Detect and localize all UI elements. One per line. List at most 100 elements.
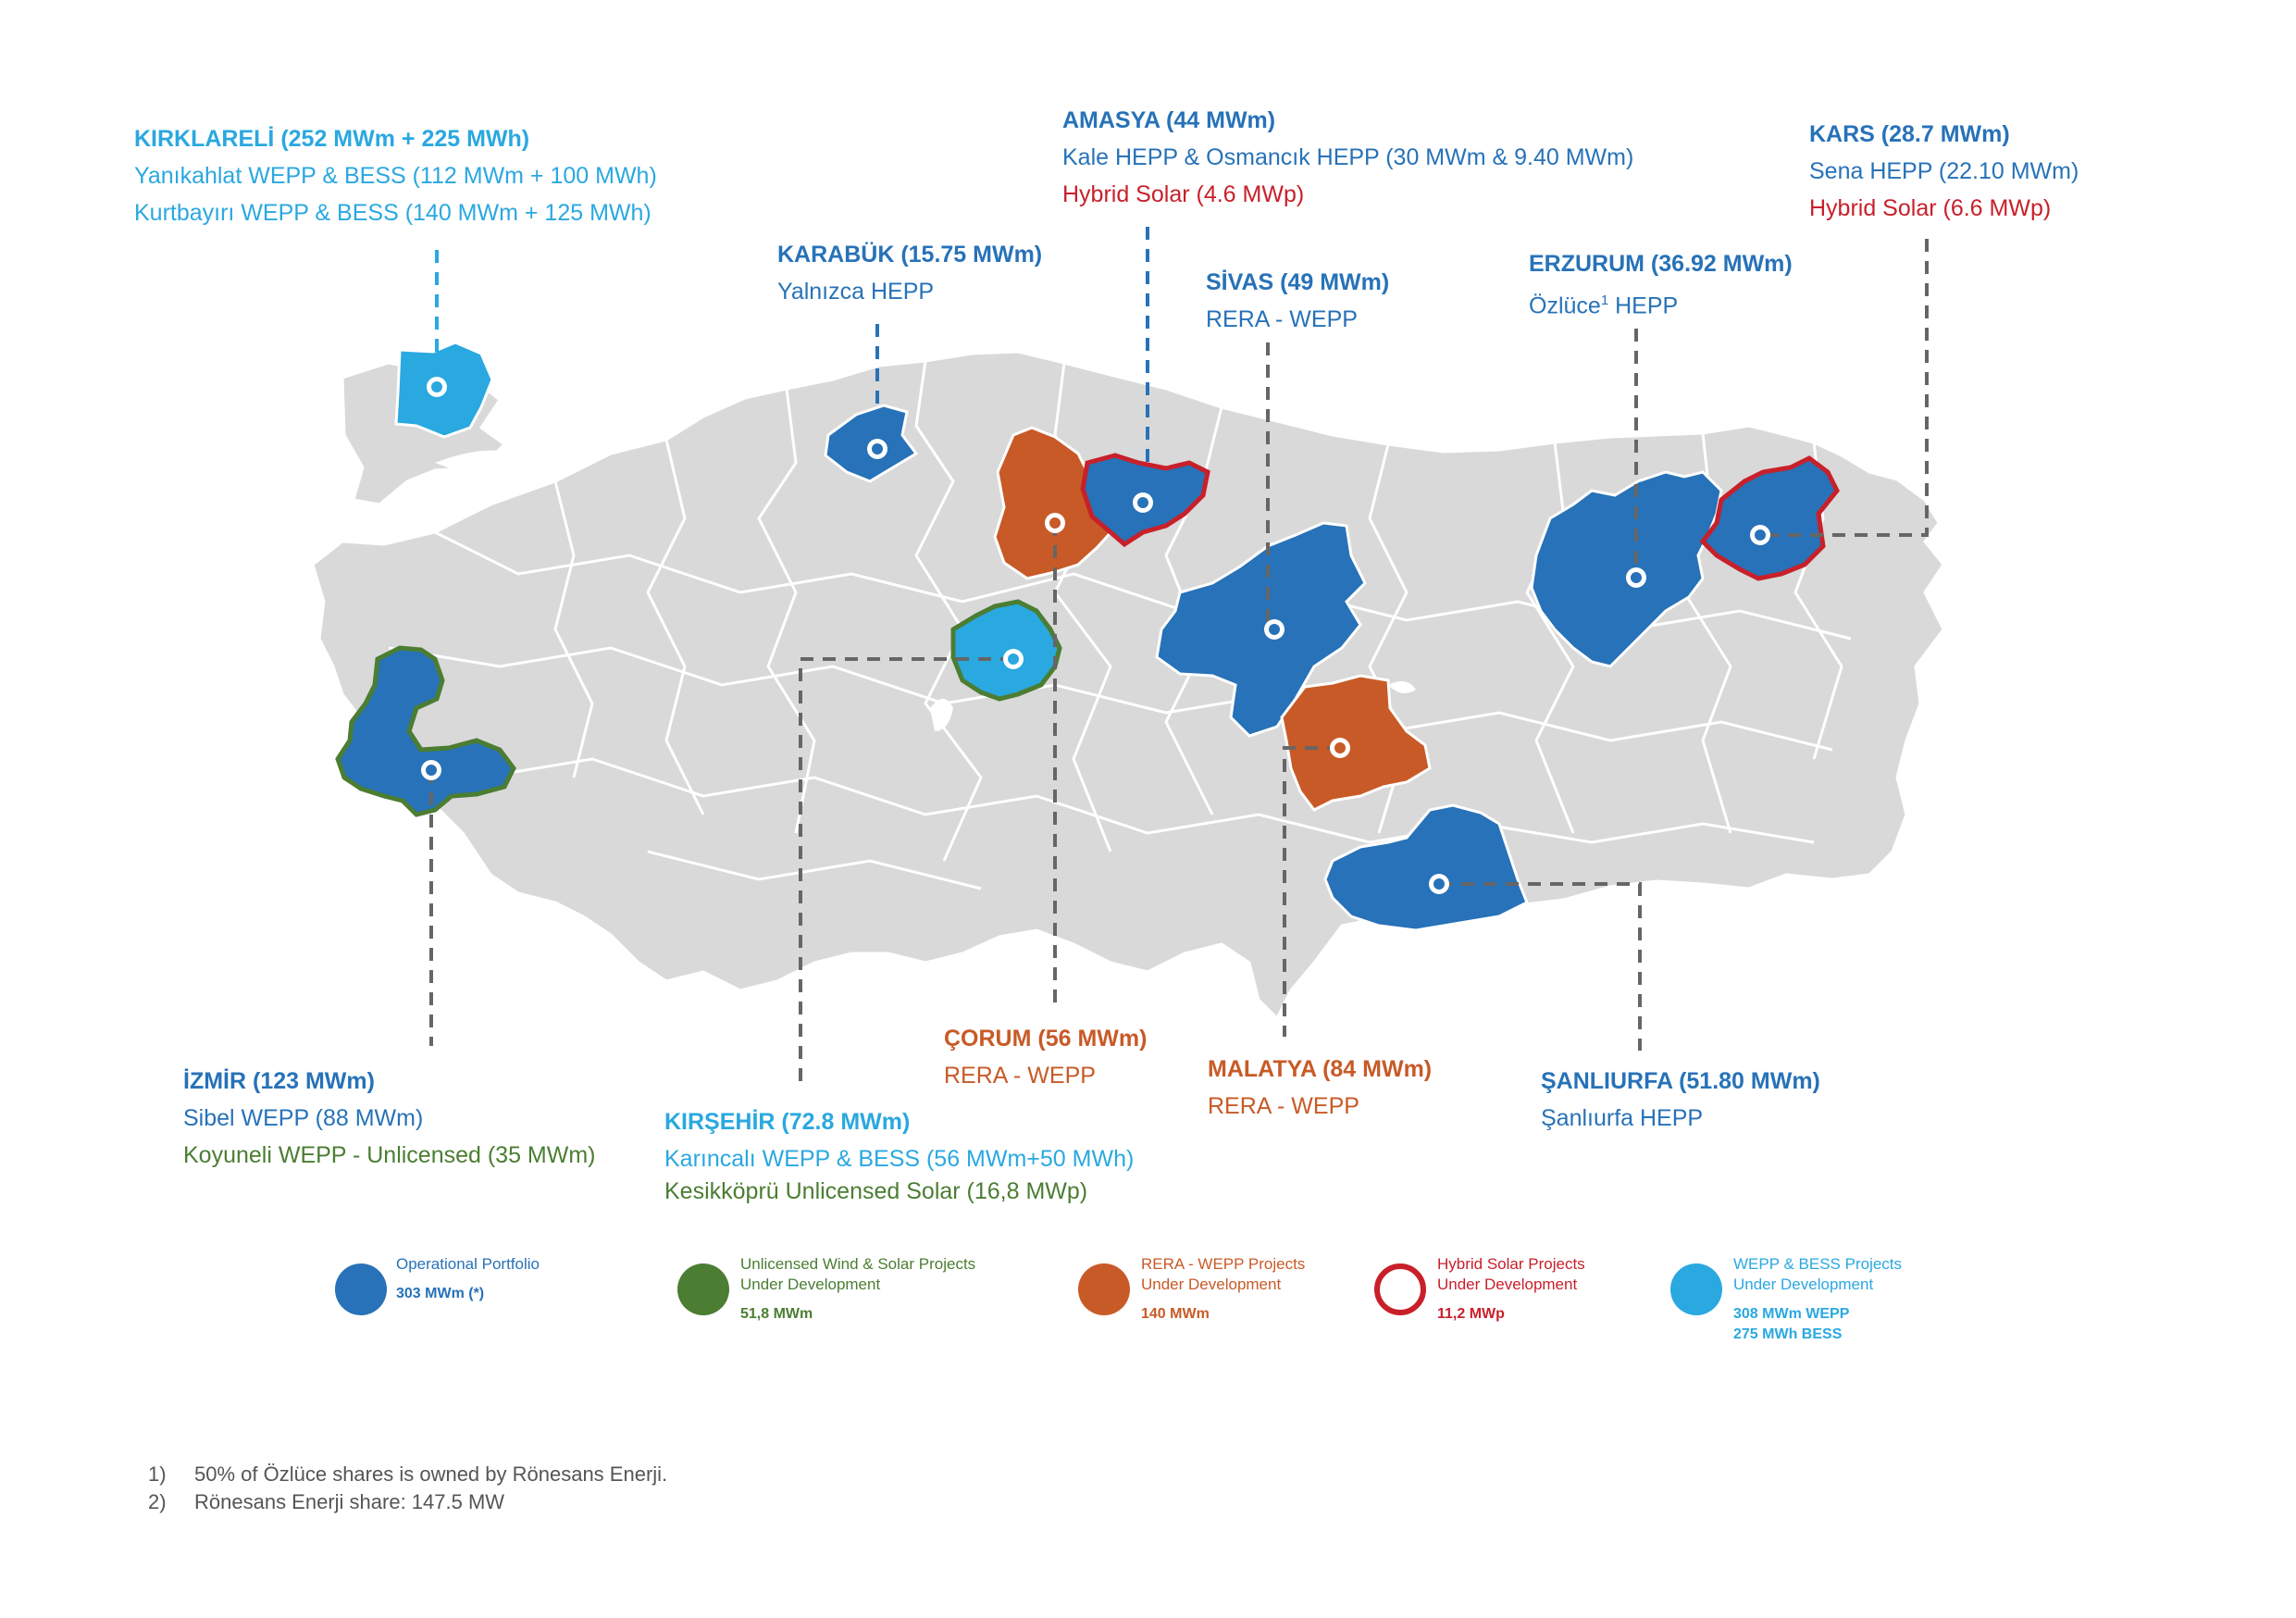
label-title: KIRŞEHİR (72.8 MWm) (664, 1109, 911, 1135)
footnote-number: 1) (148, 1462, 167, 1486)
label-line: RERA - WEPP (1206, 306, 1358, 332)
label-malatya: MALATYA (84 MWm) RERA - WEPP (1208, 1051, 1432, 1125)
footnote-ref: 1 (1600, 292, 1609, 308)
legend-value: 51,8 MWm (740, 1306, 813, 1322)
label-line: RERA - WEPP (944, 1063, 1096, 1089)
leader-kars (1763, 239, 1929, 537)
leader-kirsehir (799, 657, 1013, 1088)
turkey-land (311, 350, 1945, 1021)
label-title: KARS (28.7 MWm) (1809, 121, 2010, 147)
legend-label: Unlicensed Wind & Solar Projects (740, 1255, 976, 1273)
label-line: Şanlıurfa HEPP (1541, 1105, 1704, 1131)
legend-text: Operational Portfolio 303 MWm (*) (396, 1254, 540, 1304)
footnote-text: Rönesans Enerji share: 147.5 MW (194, 1490, 505, 1513)
label-line: Özlüce1 HEPP (1529, 282, 1793, 324)
legend-value: 11,2 MWp (1437, 1306, 1505, 1322)
leader-lines (429, 227, 1929, 1088)
label-kirsehir: KIRŞEHİR (72.8 MWm) Karıncalı WEPP & BES… (664, 1103, 1134, 1205)
legend-unlicensed: Unlicensed Wind & Solar Projects Under D… (677, 1254, 1011, 1347)
footnote-2: 2) Rönesans Enerji share: 147.5 MW (148, 1488, 667, 1516)
label-corum: ÇORUM (56 MWm) RERA - WEPP (944, 1020, 1147, 1094)
label-title: SİVAS (49 MWm) (1206, 269, 1390, 295)
label-title: ERZURUM (36.92 MWm) (1529, 251, 1793, 277)
legend-text: Unlicensed Wind & Solar Projects Under D… (740, 1254, 975, 1325)
location-markers (421, 377, 1770, 894)
marker-izmir (421, 760, 441, 780)
label-erzurum: ERZURUM (36.92 MWm) Özlüce1 HEPP (1529, 245, 1793, 324)
label-line: Yanıkahlat WEPP & BESS (112 MWm + 100 MW… (134, 163, 657, 189)
leader-sanliurfa (1439, 882, 1642, 1051)
province-sivas (1155, 521, 1367, 738)
marker-erzurum (1626, 567, 1646, 588)
province-corum (993, 426, 1122, 580)
legend-rera: RERA - WEPP Projects Under Development 1… (1078, 1254, 1384, 1347)
province-sanliurfa (1323, 803, 1529, 932)
label-text: HEPP (1615, 292, 1679, 319)
legend-wepp-bess: WEPP & BESS Projects Under Development 3… (1670, 1254, 1976, 1347)
label-line: Kurtbayırı WEPP & BESS (140 MWm + 125 MW… (134, 200, 652, 226)
label-title: ŞANLIURFA (51.80 MWm) (1541, 1068, 1820, 1094)
label-title: AMASYA (44 MWm) (1062, 107, 1276, 133)
marker-corum (1045, 513, 1065, 533)
legend-swatch-rera (1078, 1263, 1130, 1315)
province-malatya (1280, 674, 1432, 812)
label-line: Kesikköprü Unlicensed Solar (16,8 MWp) (664, 1178, 1088, 1204)
marker-amasya (1133, 492, 1153, 513)
label-karabuk: KARABÜK (15.75 MWm) Yalnızca HEPP (777, 236, 1042, 310)
marker-kars (1750, 525, 1770, 545)
legend-label: Under Development (1437, 1276, 1578, 1293)
legend-value: 140 MWm (1141, 1306, 1210, 1322)
label-line: Kale HEPP & Osmancık HEPP (30 MWm & 9.40… (1062, 144, 1634, 170)
label-line: Karıncalı WEPP & BESS (56 MWm+50 MWh) (664, 1146, 1135, 1172)
legend-label: Hybrid Solar Projects (1437, 1255, 1585, 1273)
label-sanliurfa: ŞANLIURFA (51.80 MWm) Şanlıurfa HEPP (1541, 1063, 1820, 1137)
label-text: Özlüce (1529, 292, 1601, 319)
label-line: RERA - WEPP (1208, 1093, 1359, 1119)
legend-label: Under Development (1141, 1276, 1282, 1293)
province-kars (1699, 455, 1840, 581)
legend-value: 308 MWm WEPP (1733, 1306, 1850, 1322)
legend-swatch-operational (335, 1263, 387, 1315)
legend-label: RERA - WEPP Projects (1141, 1255, 1306, 1273)
label-title: MALATYA (84 MWm) (1208, 1056, 1433, 1082)
legend-text: RERA - WEPP Projects Under Development 1… (1141, 1254, 1305, 1325)
label-kirklareli: KIRKLARELİ (252 MWm + 225 MWh) Yanıkahla… (134, 120, 657, 231)
legend-label: WEPP & BESS Projects (1733, 1255, 1903, 1273)
footnote-1: 1) 50% of Özlüce shares is owned by Rönes… (148, 1461, 667, 1488)
highlighted-provinces (335, 341, 1840, 932)
label-line: Yalnızca HEPP (777, 279, 935, 305)
label-line: Hybrid Solar (4.6 MWp) (1062, 181, 1305, 207)
label-title: KARABÜK (15.75 MWm) (777, 242, 1043, 268)
legend-label: Under Development (1733, 1276, 1874, 1293)
footnotes: 1) 50% of Özlüce shares is owned by Rönes… (148, 1461, 667, 1516)
legend-value: 275 MWh BESS (1733, 1326, 1843, 1342)
marker-malatya (1330, 738, 1350, 758)
label-line: Hybrid Solar (6.6 MWp) (1809, 195, 2052, 221)
legend-text: Hybrid Solar Projects Under Development … (1437, 1254, 1585, 1325)
marker-kirsehir (1003, 649, 1024, 669)
label-title: ÇORUM (56 MWm) (944, 1026, 1148, 1052)
legend-value: 303 MWm (*) (396, 1286, 485, 1301)
province-izmir (335, 645, 516, 817)
label-title: İZMİR (123 MWm) (183, 1068, 375, 1094)
legend-operational: Operational Portfolio 303 MWm (*) (335, 1254, 631, 1347)
legend-label: Operational Portfolio (396, 1255, 540, 1273)
label-title: KIRKLARELİ (252 MWm + 225 MWh) (134, 126, 530, 152)
legend-swatch-unlicensed (677, 1263, 729, 1315)
label-line: Sena HEPP (22.10 MWm) (1809, 158, 2079, 184)
label-izmir: İZMİR (123 MWm) Sibel WEPP (88 MWm) Koyu… (183, 1063, 596, 1174)
province-erzurum (1530, 470, 1723, 668)
label-sivas: SİVAS (49 MWm) RERA - WEPP (1206, 264, 1389, 338)
footnote-number: 2) (148, 1490, 167, 1513)
label-amasya: AMASYA (44 MWm) Kale HEPP & Osmancık HEP… (1062, 102, 1633, 213)
legend-hybrid: Hybrid Solar Projects Under Development … (1374, 1254, 1680, 1347)
legend-text: WEPP & BESS Projects Under Development 3… (1733, 1254, 1902, 1345)
footnote-text: 50% of Özlüce shares is owned by Rönesan… (194, 1462, 668, 1486)
legend-label: Under Development (740, 1276, 881, 1293)
label-kars: KARS (28.7 MWm) Sena HEPP (22.10 MWm) Hy… (1809, 116, 2079, 227)
legend-swatch-wepp-bess (1670, 1263, 1722, 1315)
leader-malatya (1283, 746, 1340, 1037)
marker-karabuk (867, 439, 887, 459)
marker-sivas (1264, 619, 1285, 640)
